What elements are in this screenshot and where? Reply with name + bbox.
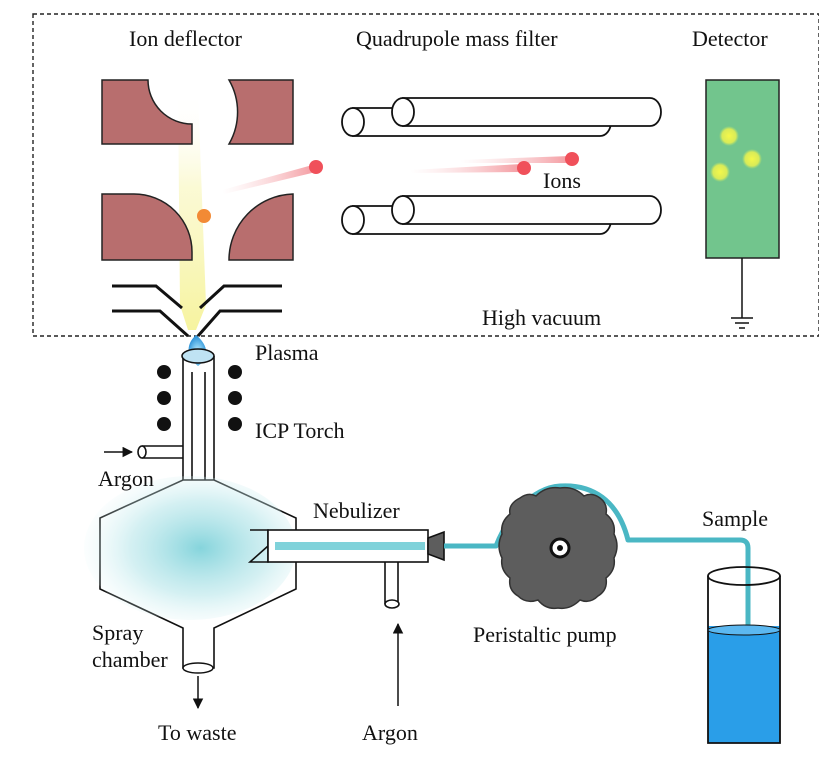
ion-trail-2 xyxy=(410,164,522,173)
sample-vial xyxy=(707,566,781,744)
label-icp-torch: ICP Torch xyxy=(255,418,345,443)
ion-red-2 xyxy=(517,161,531,175)
label-spray-chamber-2: chamber xyxy=(92,647,168,672)
quadrupole-rods-top xyxy=(341,97,662,137)
ion-trail-1 xyxy=(222,164,316,194)
deflector-plate-top-left xyxy=(101,79,193,145)
label-argon-torch: Argon xyxy=(98,466,154,491)
ion-red-1 xyxy=(309,160,323,174)
ion-red-3 xyxy=(565,152,579,166)
spray-chamber-drain xyxy=(182,662,214,674)
label-high-vacuum: High vacuum xyxy=(482,305,601,330)
high-vacuum-region xyxy=(32,13,819,337)
ion-trail-3 xyxy=(460,156,570,163)
peristaltic-pump xyxy=(498,486,618,610)
icp-torch xyxy=(137,348,215,480)
torch-coil xyxy=(157,365,242,431)
label-plasma: Plasma xyxy=(255,340,319,365)
nebulizer xyxy=(247,529,445,609)
interface-cones xyxy=(112,284,282,338)
ground-symbol xyxy=(731,258,753,329)
label-peristaltic-pump: Peristaltic pump xyxy=(473,622,617,647)
detector-spot-2 xyxy=(742,149,762,169)
label-nebulizer: Nebulizer xyxy=(313,498,400,523)
quadrupole-rods-bottom xyxy=(341,195,662,235)
deflector-plate-bottom-right xyxy=(228,193,294,261)
ion-beam xyxy=(178,92,206,330)
detector-spot-1 xyxy=(719,126,739,146)
label-sample: Sample xyxy=(702,506,768,531)
label-argon-nebulizer: Argon xyxy=(362,720,418,745)
ion-orange xyxy=(197,209,211,223)
label-detector: Detector xyxy=(692,26,768,51)
label-ion-deflector: Ion deflector xyxy=(129,26,243,51)
spray-mist xyxy=(84,476,296,620)
deflector-plate-top-right xyxy=(227,79,294,145)
detector-spot-3 xyxy=(710,162,730,182)
label-to-waste: To waste xyxy=(158,720,237,745)
label-quadrupole: Quadrupole mass filter xyxy=(356,26,558,51)
deflector-plate-bottom-left xyxy=(101,193,193,261)
label-ions: Ions xyxy=(543,168,581,193)
label-spray-chamber-1: Spray xyxy=(92,620,143,645)
